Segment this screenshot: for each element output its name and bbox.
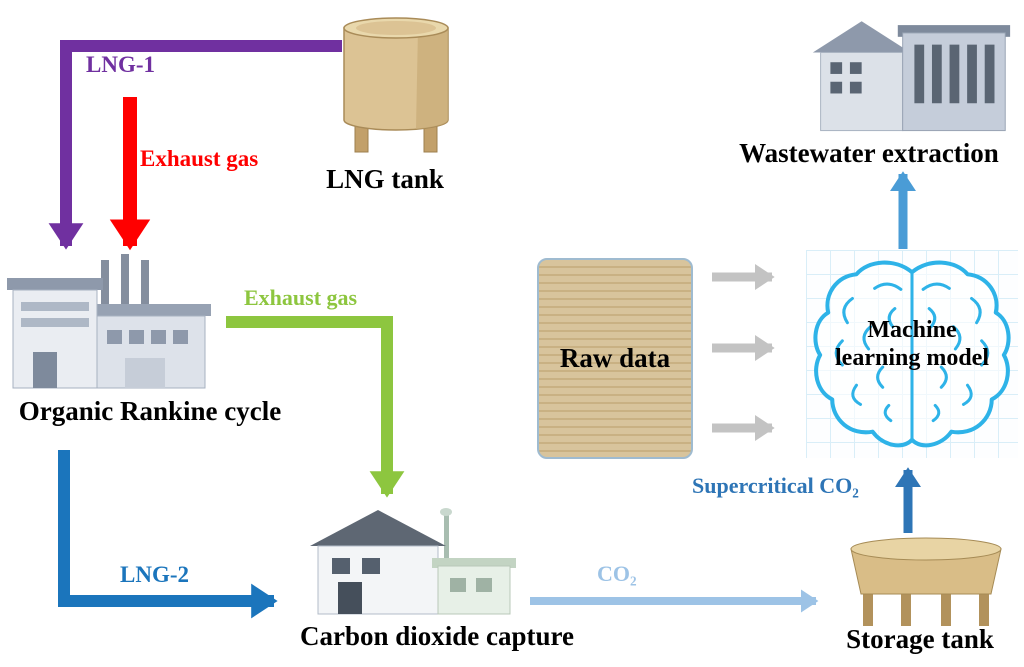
machine-learning-model-label: Machine learning model bbox=[835, 317, 989, 371]
lng-1-label: LNG-1 bbox=[86, 52, 155, 77]
organic-rankine-cycle-label: Organic Rankine cycle bbox=[18, 396, 282, 426]
arrow-exhaust-gas-cool bbox=[226, 316, 405, 498]
co2-label: CO₂ bbox=[597, 561, 637, 586]
supercritical-co2-label: Supercritical CO₂ bbox=[692, 473, 859, 498]
lng-tank-label: LNG tank bbox=[326, 164, 444, 194]
arrow-lng-2 bbox=[58, 450, 278, 619]
raw-data-box: Raw data bbox=[537, 258, 693, 459]
arrow-lng-1 bbox=[48, 40, 342, 250]
lng-tank-icon bbox=[333, 6, 459, 156]
storage-tank-label: Storage tank bbox=[846, 624, 994, 654]
wastewater-extraction-icon bbox=[805, 5, 1015, 138]
carbon-dioxide-capture-icon bbox=[298, 494, 518, 622]
carbon-dioxide-capture-label: Carbon dioxide capture bbox=[299, 621, 575, 651]
machine-learning-model-icon bbox=[806, 250, 1018, 458]
exhaust-gas-hot-label: Exhaust gas bbox=[140, 146, 259, 171]
exhaust-gas-cool-label: Exhaust gas bbox=[244, 285, 358, 310]
wastewater-extraction-label: Wastewater extraction bbox=[739, 138, 999, 168]
storage-tank-icon bbox=[843, 534, 1009, 628]
brain-folds bbox=[834, 282, 990, 423]
lng-2-label: LNG-2 bbox=[120, 562, 189, 587]
raw-data-label: Raw data bbox=[559, 343, 671, 373]
organic-rankine-cycle-icon bbox=[5, 250, 215, 395]
